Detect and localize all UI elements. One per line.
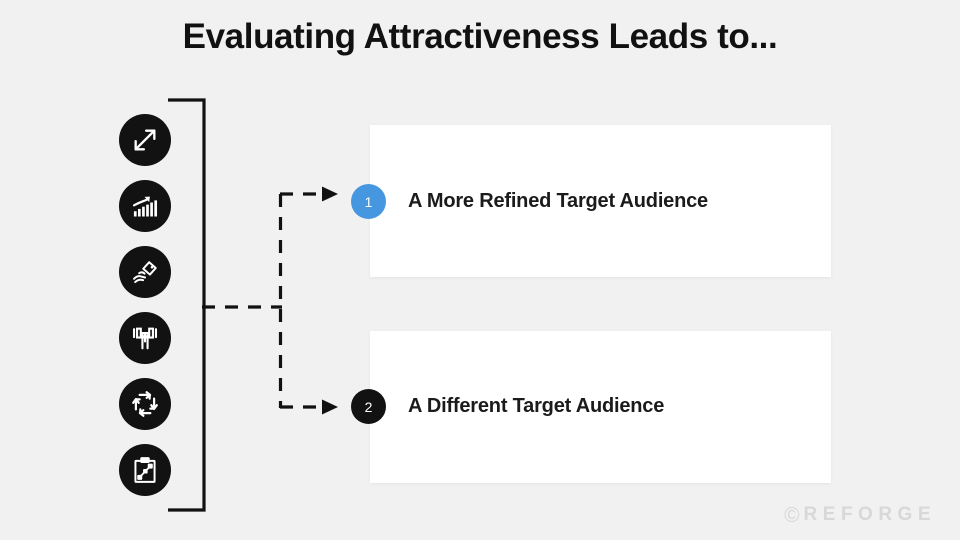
refresh-cycle-icon[interactable] bbox=[119, 378, 171, 430]
brand-wordmark: REFORGE bbox=[803, 504, 936, 525]
dashed-connector-group bbox=[196, 180, 346, 425]
clipboard-strategy-icon[interactable] bbox=[119, 444, 171, 496]
outcome-row-1: 1 A More Refined Target Audience bbox=[351, 184, 708, 219]
status-badge: 2 bbox=[351, 389, 386, 424]
page-title: Evaluating Attractiveness Leads to... bbox=[182, 17, 778, 56]
copyright-icon: © bbox=[784, 503, 800, 527]
outcome-label-2: A Different Target Audience bbox=[408, 395, 665, 417]
expand-arrows-icon[interactable] bbox=[119, 114, 171, 166]
sliders-equalizer-icon[interactable] bbox=[119, 312, 171, 364]
outcome-row-2: 2 A Different Target Audience bbox=[351, 389, 664, 424]
outcome-card-1[interactable] bbox=[370, 125, 831, 277]
outcome-card-2[interactable] bbox=[370, 331, 831, 483]
growth-bar-chart-icon[interactable] bbox=[119, 180, 171, 232]
icon-group-bracket bbox=[166, 96, 210, 519]
hand-holding-tag-icon[interactable] bbox=[119, 246, 171, 298]
outcome-label-1: A More Refined Target Audience bbox=[408, 190, 708, 212]
reforge-logo: © REFORGE bbox=[784, 504, 936, 526]
status-badge: 1 bbox=[351, 184, 386, 219]
